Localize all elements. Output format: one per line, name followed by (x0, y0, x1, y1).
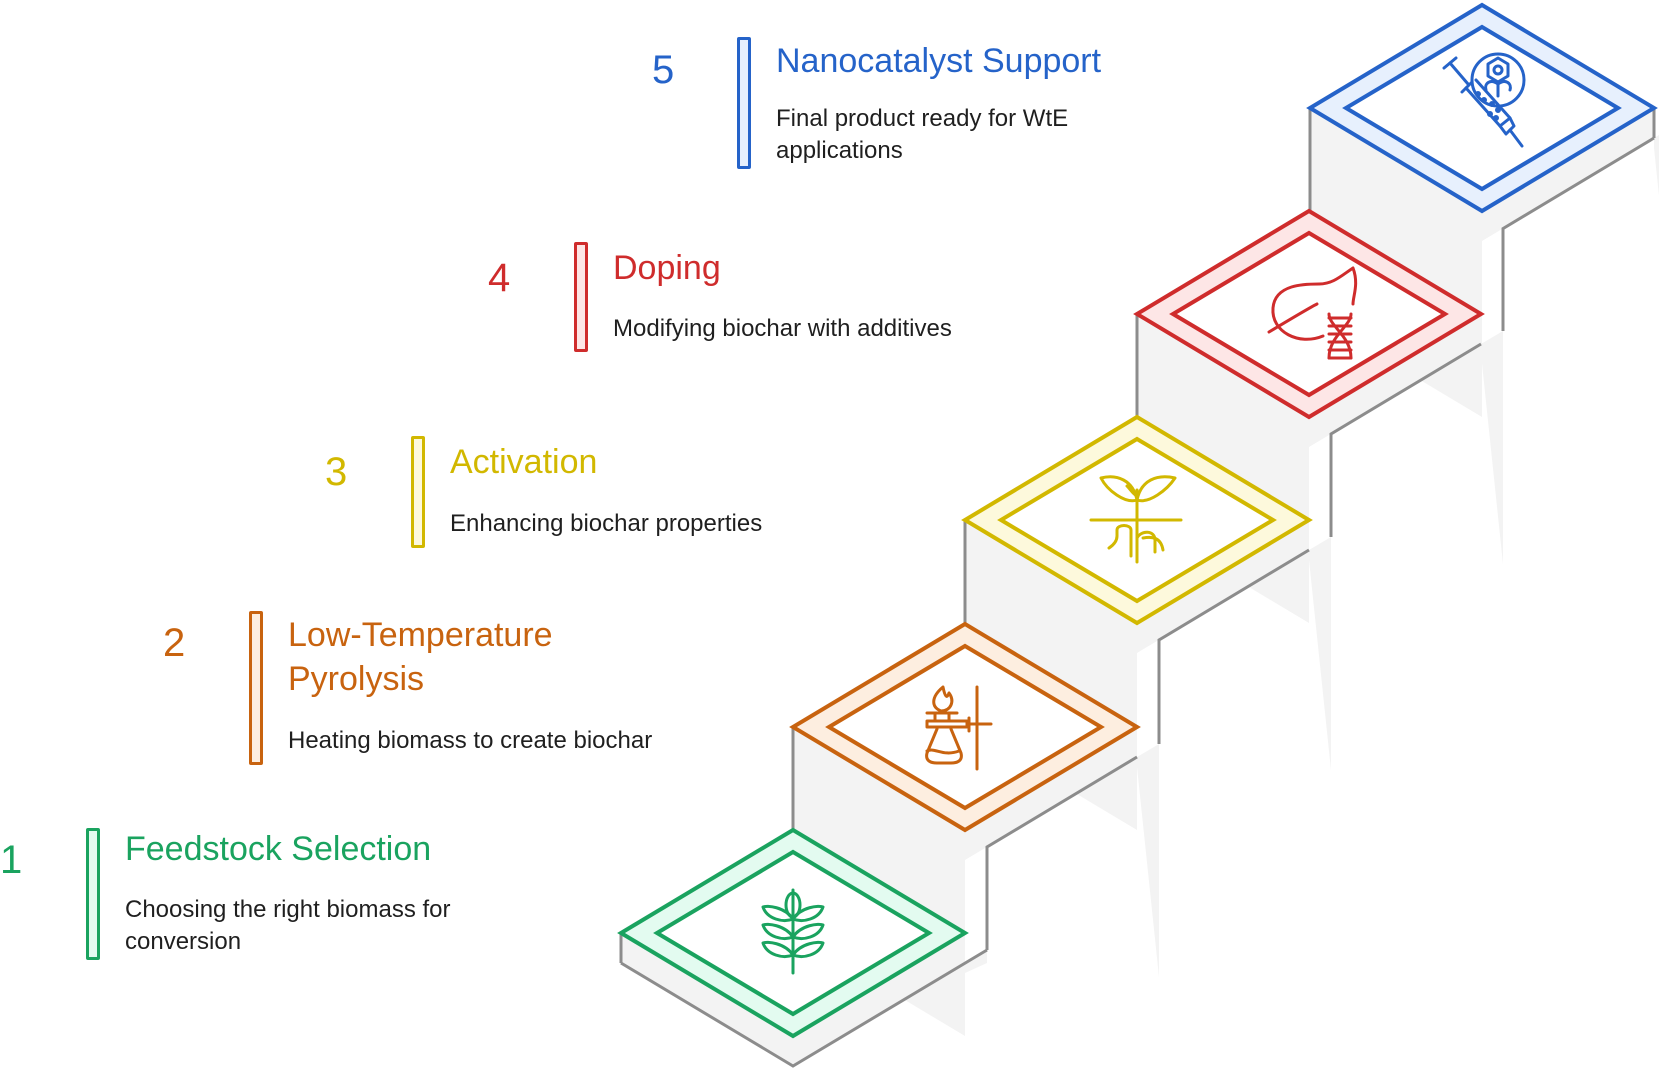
syringe-molecule-icon (1442, 52, 1526, 148)
silhouette-edge (1501, 136, 1655, 331)
sprout-roots-icon (1089, 475, 1183, 564)
bunsen-burner-flask-icon (925, 685, 993, 771)
step-5-top (1306, 2, 1658, 214)
step-description: Enhancing biochar properties (450, 510, 763, 537)
step-3-top (961, 414, 1313, 626)
step-description: applications (776, 137, 903, 164)
step-accent-bar (86, 828, 100, 960)
step-inner-diamond (1169, 230, 1449, 398)
step-title: Feedstock Selection (125, 830, 432, 868)
silhouette-edge (985, 755, 1138, 950)
step-number: 5 (652, 48, 675, 92)
step-2-top (789, 621, 1141, 833)
step-accent-bar (411, 436, 425, 548)
step-title: Doping (613, 249, 721, 287)
step-description: Final product ready for WtE (776, 105, 1069, 132)
step-riser-face (621, 933, 793, 1066)
step-tops (617, 2, 1658, 1039)
step-description: Choosing the right biomass for (125, 896, 451, 923)
silhouette-edge (1157, 548, 1310, 744)
silhouette-edge (1329, 342, 1482, 537)
step-1-top (617, 827, 969, 1039)
step-title: Nanocatalyst Support (776, 42, 1102, 80)
step-accent-bar (737, 37, 751, 169)
step-number: 4 (488, 256, 511, 300)
step-right-face (965, 727, 1137, 860)
base-edge (620, 948, 988, 1068)
stair-edges (619, 108, 1656, 1068)
step-title: Low-Temperature (288, 616, 553, 654)
step-right-face (1137, 520, 1309, 653)
step-description: conversion (125, 928, 242, 955)
step-accent-bar (249, 611, 263, 765)
wheat-icon (761, 888, 825, 975)
step-title: Pyrolysis (288, 660, 425, 698)
step-4-top (1133, 208, 1485, 420)
step-title: Activation (450, 443, 598, 481)
step-right-face (793, 933, 965, 1066)
leaf-dna-icon (1267, 266, 1358, 360)
step-number: 1 (0, 838, 23, 882)
step-number: 3 (325, 450, 348, 494)
step-right-face (1309, 314, 1481, 447)
step-number: 2 (163, 621, 186, 665)
step-description: Modifying biochar with additives (613, 315, 952, 342)
step-accent-bar (574, 242, 588, 352)
step-right-face (1482, 108, 1654, 241)
step-description: Heating biomass to create biochar (288, 727, 653, 754)
